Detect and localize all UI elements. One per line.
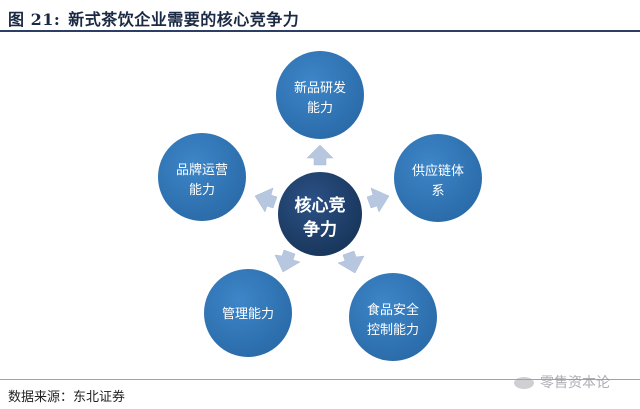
node-product-rd-line1: 新品研发: [294, 80, 346, 96]
node-food-safety-line2: 控制能力: [367, 323, 419, 338]
center-label-line2: 争力: [303, 219, 337, 240]
node-brand-ops-line2: 能力: [189, 183, 215, 198]
arrow-to-brand-ops: [254, 187, 278, 213]
node-supply-chain: 供应链体 系: [394, 134, 482, 222]
figure-title-text: 新式茶饮企业需要的核心竞争力: [68, 10, 300, 29]
node-food-safety-line1: 食品安全: [367, 302, 419, 318]
center-label-line1: 核心竞: [295, 195, 346, 216]
node-food-safety: 食品安全 控制能力: [349, 273, 437, 361]
watermark-text: 零售资本论: [540, 375, 610, 391]
center-node: 核心竞 争力: [278, 172, 362, 256]
watermark-logo-icon: [514, 377, 534, 389]
title-divider: [0, 30, 640, 32]
watermark: 零售资本论: [514, 372, 610, 392]
node-brand-ops-line1: 品牌运营: [176, 162, 228, 178]
arrow-to-supply-chain: [366, 187, 390, 213]
node-product-rd: 新品研发 能力: [276, 51, 364, 139]
arrow-to-product-rd: [306, 144, 334, 166]
node-supply-chain-line1: 供应链体: [412, 163, 464, 179]
node-management-line1: 管理能力: [222, 307, 274, 322]
node-supply-chain-line2: 系: [431, 184, 444, 199]
node-management: 管理能力: [204, 269, 292, 357]
figure-title: 图 21: 新式茶饮企业需要的核心竞争力: [8, 6, 299, 30]
node-brand-ops: 品牌运营 能力: [158, 133, 246, 221]
arrow-to-management: [274, 249, 301, 273]
node-product-rd-line2: 能力: [307, 101, 333, 116]
figure-number: 图 21:: [8, 10, 61, 29]
footer-divider: [0, 379, 640, 380]
arrow-to-food-safety: [337, 250, 365, 274]
data-source: 数据来源：东北证券: [8, 390, 126, 405]
